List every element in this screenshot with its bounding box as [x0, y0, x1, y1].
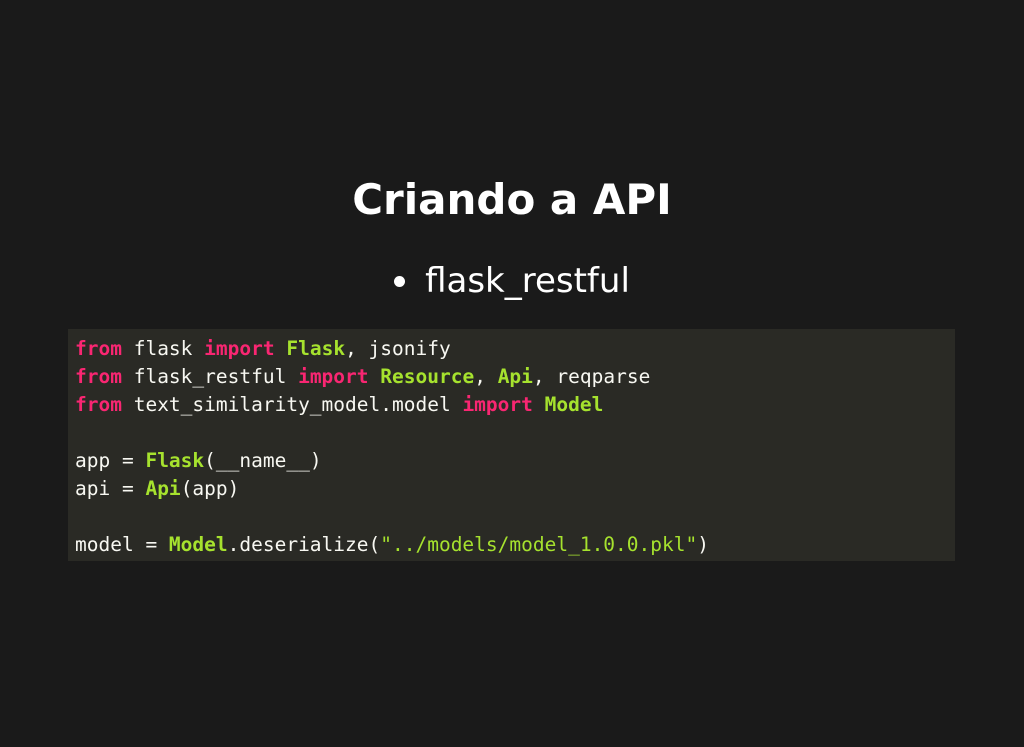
code-class-name: Api [145, 477, 181, 500]
code-line: from flask_restful import Resource, Api,… [75, 363, 955, 391]
bullet-list: flask_restful [0, 254, 1024, 308]
code-text: .deserialize( [227, 533, 381, 556]
code-keyword: import [204, 337, 275, 360]
code-line: ​ [75, 419, 955, 447]
bullet-dot-icon [394, 275, 406, 287]
code-keyword: import [298, 365, 369, 388]
code-class-name: Flask [286, 337, 346, 360]
code-keyword: from [75, 365, 122, 388]
code-text: model = [75, 533, 169, 556]
code-class-name: Api [497, 365, 533, 388]
code-line: from flask import Flask, jsonify [75, 335, 955, 363]
code-text: , reqparse [532, 365, 651, 388]
code-line: api = Api(app) [75, 475, 955, 503]
code-text: (__name__) [204, 449, 322, 472]
bullet-text: flask_restful [425, 261, 630, 301]
code-text [533, 393, 545, 416]
code-keyword: import [462, 393, 533, 416]
bullet-item: flask_restful [394, 254, 630, 308]
code-text: app = [75, 449, 146, 472]
code-text: (app) [180, 477, 240, 500]
slide-title: Criando a API [352, 175, 672, 224]
code-class-name: Model [168, 533, 228, 556]
code-class-name: Flask [145, 449, 205, 472]
code-class-name: Resource [380, 365, 475, 388]
code-text: flask_restful [121, 365, 299, 388]
code-text: flask [121, 337, 205, 360]
code-keyword: from [75, 393, 122, 416]
code-line: from text_similarity_model.model import … [75, 391, 955, 419]
code-text: , jsonify [345, 337, 451, 360]
code-text: api = [75, 477, 146, 500]
code-line: ​ [75, 503, 955, 531]
code-line: app = Flask(__name__) [75, 447, 955, 475]
code-line: model = Model.deserialize("../models/mod… [75, 531, 955, 559]
code-class-name: Model [544, 393, 604, 416]
code-text [369, 365, 381, 388]
code-string: "../models/model_1.0.0.pkl" [380, 533, 698, 556]
code-text: text_similarity_model.model [121, 393, 463, 416]
code-text [275, 337, 287, 360]
code-keyword: from [75, 337, 122, 360]
code-text: , [474, 365, 498, 388]
code-text: ) [697, 533, 709, 556]
